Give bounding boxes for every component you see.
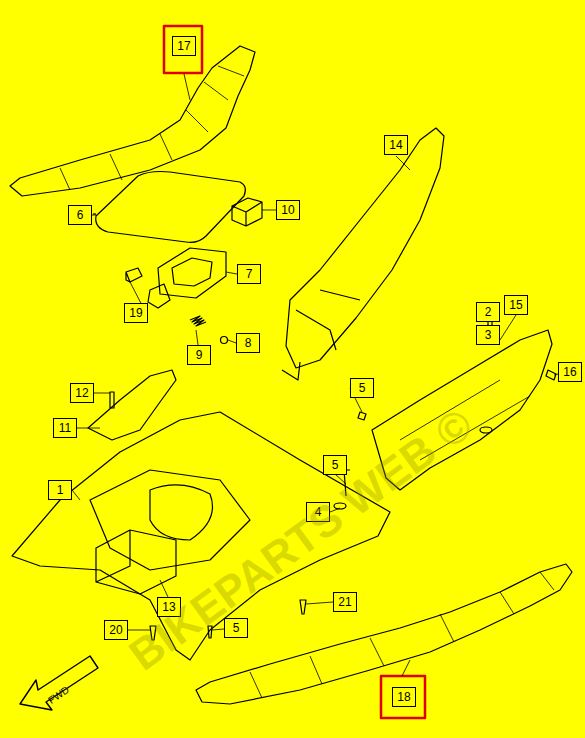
spring bbox=[190, 316, 206, 326]
inner-panel bbox=[286, 128, 444, 368]
callout-number: 21 bbox=[333, 592, 357, 612]
callout-number: 16 bbox=[558, 362, 582, 382]
callout-number: 3 bbox=[476, 325, 500, 345]
callout-number: 18 bbox=[392, 687, 416, 707]
highlight-frame bbox=[381, 676, 425, 718]
callout-number: 19 bbox=[124, 303, 148, 323]
clip bbox=[126, 268, 142, 282]
forward-arrow bbox=[20, 656, 98, 710]
callout-number: 10 bbox=[276, 200, 300, 220]
callout-number: 12 bbox=[70, 383, 94, 403]
callout-number: 8 bbox=[236, 333, 260, 353]
bracket bbox=[158, 248, 226, 298]
callout-number: 2 bbox=[476, 302, 500, 322]
storage-box bbox=[96, 530, 176, 594]
callout-number: 1 bbox=[48, 480, 72, 500]
callout-number: 15 bbox=[504, 295, 528, 315]
lid-pad bbox=[96, 172, 246, 243]
highlight-frame bbox=[164, 26, 202, 73]
screw bbox=[221, 337, 228, 344]
callout-number: 6 bbox=[68, 205, 92, 225]
floor-mat bbox=[10, 46, 255, 196]
switch bbox=[232, 198, 262, 226]
callout-number: 5 bbox=[323, 455, 347, 475]
leader-line bbox=[72, 74, 566, 676]
callout-number: 7 bbox=[237, 264, 261, 284]
callout-number: 9 bbox=[187, 345, 211, 365]
callout-number: 17 bbox=[172, 36, 196, 56]
callout-number: 14 bbox=[384, 135, 408, 155]
callout-number: 11 bbox=[53, 418, 77, 438]
cover-piece bbox=[88, 370, 176, 440]
callout-number: 5 bbox=[350, 378, 374, 398]
